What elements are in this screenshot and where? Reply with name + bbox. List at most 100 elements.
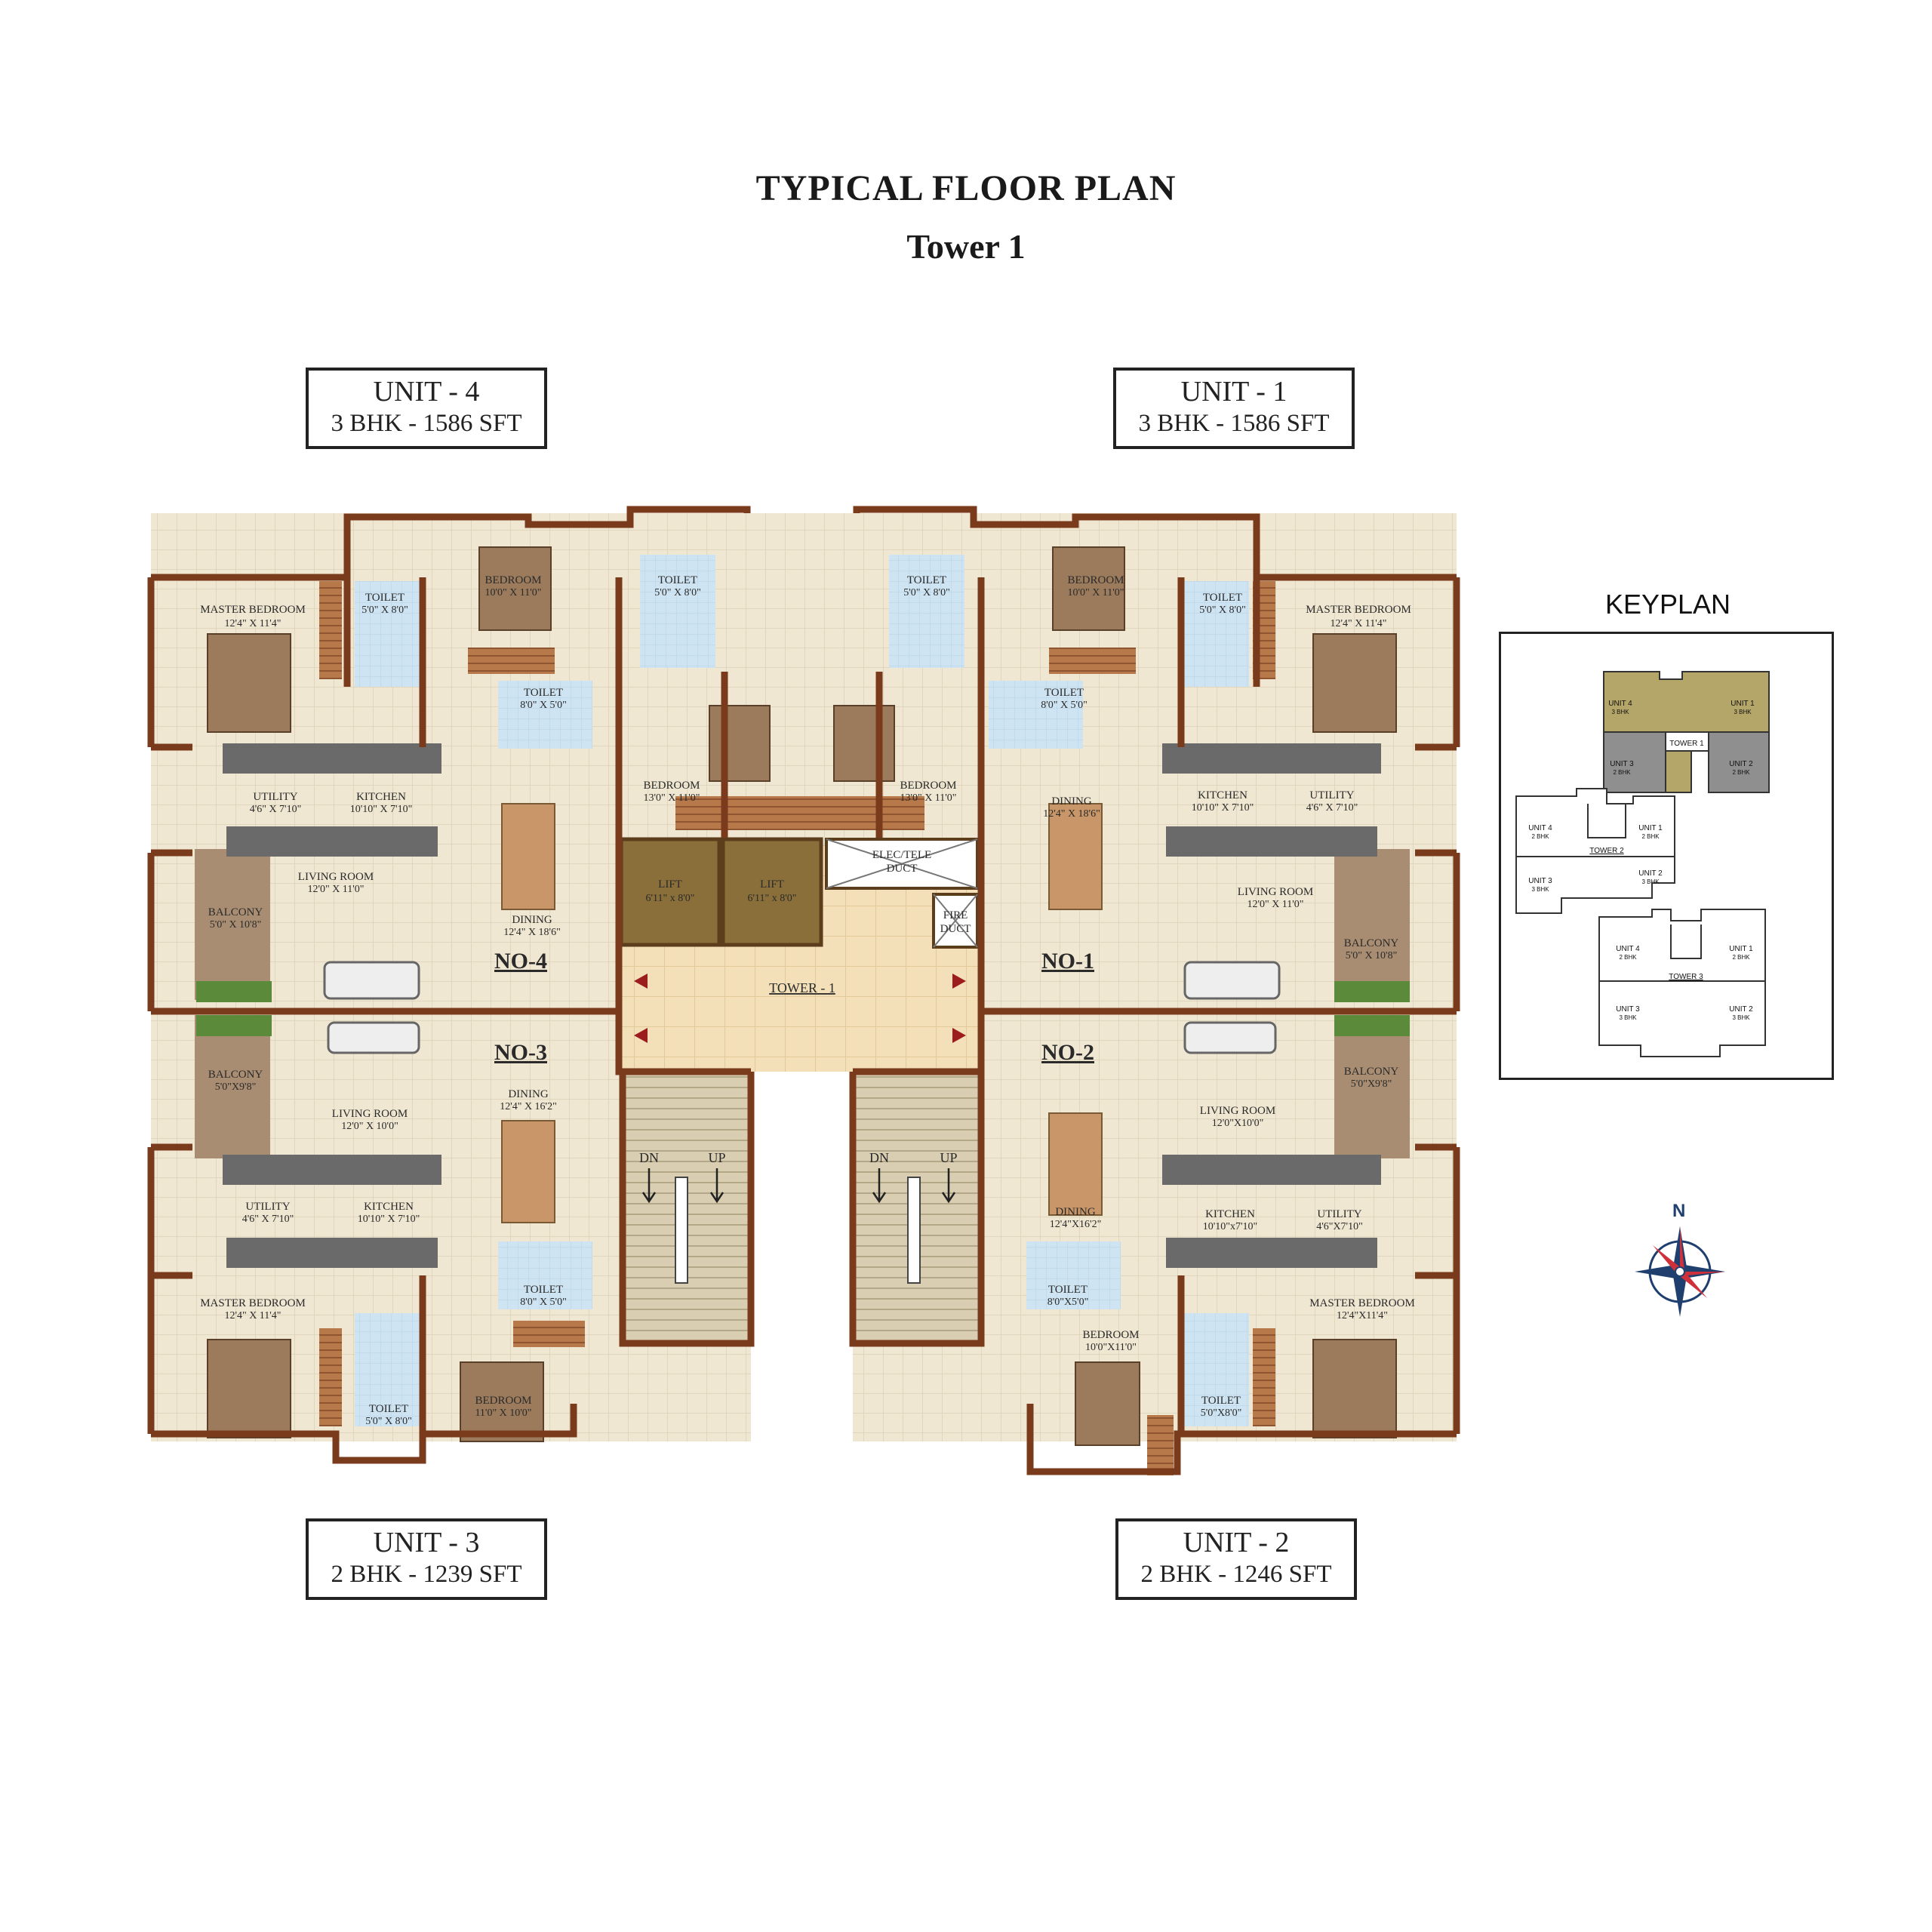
room-dim: 5'0" X 8'0" — [1199, 605, 1246, 616]
room-name: KITCHEN — [1205, 1208, 1255, 1220]
kitchen-counter — [1166, 1238, 1377, 1268]
unit-4-box: UNIT - 4 3 BHK - 1586 SFT — [306, 368, 547, 449]
kitchen-counter — [1166, 826, 1377, 857]
toilet-u2-a — [1026, 1241, 1121, 1309]
kp-t3-unit2: UNIT 2 — [1729, 1005, 1753, 1014]
kp-t3-unit3-type: 3 BHK — [1619, 1014, 1637, 1021]
kp-t1-unit1-type: 3 BHK — [1734, 709, 1752, 715]
room-name: UTILITY — [245, 1201, 290, 1213]
room-dim: 8'0" X 5'0" — [520, 1297, 567, 1308]
unit-1-box: UNIT - 1 3 BHK - 1586 SFT — [1113, 368, 1355, 449]
toilet-u3-b — [355, 1313, 423, 1426]
planter — [1334, 1015, 1410, 1036]
wardrobe — [319, 581, 342, 679]
kitchen-counter — [1162, 1155, 1381, 1185]
wardrobe — [468, 648, 555, 674]
toilet-u4-c — [498, 681, 592, 749]
unit-4-name: UNIT - 4 — [373, 376, 480, 408]
walls — [147, 506, 1460, 1475]
room-dim: 12'4" X 11'4" — [224, 618, 281, 629]
room-dim: 5'0" X 8'0" — [361, 605, 408, 616]
planter — [1334, 981, 1410, 1002]
kp-t3-unit2-type: 3 BHK — [1732, 1014, 1750, 1021]
kp-t2-unit3: UNIT 3 — [1528, 877, 1552, 885]
kitchen-counter — [1162, 743, 1381, 774]
kp-t3-unit3: UNIT 3 — [1616, 1005, 1640, 1014]
toilet-u1-a — [889, 555, 964, 668]
room-dim: 5'0" X 8'0" — [365, 1416, 412, 1427]
stair-up: UP — [708, 1150, 725, 1165]
room-dim: 8'0"X5'0" — [1048, 1297, 1089, 1308]
balcony-u3 — [195, 1015, 270, 1158]
lift-2 — [721, 837, 823, 947]
unit-2-box: UNIT - 2 2 BHK - 1246 SFT — [1115, 1518, 1357, 1600]
toilet-u4-a — [355, 581, 423, 687]
room-dim: 5'0" X 8'0" — [654, 587, 701, 598]
unit-4-spec: 3 BHK - 1586 SFT — [331, 410, 522, 437]
kp-t1-unit4-type: 3 BHK — [1611, 709, 1629, 715]
room-dim: 4'6" X 7'10" — [1306, 802, 1358, 814]
unit-3-spec: 2 BHK - 1239 SFT — [331, 1561, 522, 1588]
kp-t1-unit3: UNIT 3 — [1610, 760, 1634, 768]
unit-3-name: UNIT - 3 — [373, 1527, 480, 1558]
kp-t2-unit1: UNIT 1 — [1638, 824, 1663, 832]
room-name: BALCONY — [208, 906, 263, 918]
room-name: UTILITY — [1309, 789, 1354, 801]
room-name: KITCHEN — [356, 791, 406, 803]
kp-t2-unit2-type: 3 BHK — [1641, 878, 1660, 885]
toilet-u4-b — [640, 555, 715, 668]
balcony-u2 — [1334, 1015, 1410, 1158]
room-dim: 12'4" X 18'6" — [1043, 808, 1100, 820]
kitchen-counter — [226, 826, 438, 857]
kp-t3-unit1-type: 2 BHK — [1732, 954, 1750, 961]
room-dim: 4'6" X 7'10" — [242, 1214, 294, 1225]
room-name: TOILET — [907, 574, 946, 586]
room-dim: 10'10" X 7'10" — [1192, 802, 1254, 814]
room-name: TOILET — [1048, 1284, 1088, 1296]
kitchen-counter — [226, 1238, 438, 1268]
room-dim: 5'0"X9'8" — [215, 1081, 257, 1093]
room-dim: 13'0" X 11'0" — [900, 792, 956, 804]
toilet-u1-b — [1181, 581, 1249, 687]
room-name: MASTER BEDROOM — [200, 604, 306, 616]
dining-tables — [501, 803, 1103, 1223]
room-name: TOILET — [1203, 592, 1242, 604]
kp-t2-unit2: UNIT 2 — [1638, 869, 1663, 878]
room-dim: 12'4" X 18'6" — [503, 927, 561, 938]
room-name: BEDROOM — [643, 780, 700, 792]
room-name: DINING — [1051, 795, 1091, 808]
lift-dim: 6'11" x 8'0" — [646, 893, 695, 904]
room-dim: 10'0"X11'0" — [1085, 1342, 1137, 1353]
kp-t3-unit4-type: 2 BHK — [1619, 954, 1637, 961]
kp-t2-unit3-type: 3 BHK — [1531, 886, 1549, 893]
wardrobe — [319, 1328, 342, 1426]
room-dim: 10'10"x7'10" — [1203, 1221, 1257, 1232]
room-dim: 12'4" X 11'4" — [224, 1310, 281, 1321]
room-name: BALCONY — [1344, 1066, 1399, 1078]
planter — [196, 981, 272, 1002]
room-name: KITCHEN — [364, 1201, 414, 1213]
room-name: BEDROOM — [475, 1395, 531, 1407]
lift-dim: 6'11" x 8'0" — [748, 893, 797, 904]
unit-3-box: UNIT - 3 2 BHK - 1239 SFT — [306, 1518, 547, 1600]
page-title: TYPICAL FLOOR PLAN — [755, 168, 1177, 208]
room-name: DINING — [1055, 1206, 1095, 1218]
compass-north: N — [1672, 1201, 1685, 1221]
room-name: TOILET — [365, 592, 405, 604]
balcony-u4 — [195, 849, 270, 1000]
planter — [196, 1015, 272, 1036]
room-name: UTILITY — [253, 791, 297, 803]
unit-2-name: UNIT - 2 — [1183, 1527, 1290, 1558]
kp-t3-unit1: UNIT 1 — [1729, 945, 1753, 953]
unit-1-spec: 3 BHK - 1586 SFT — [1138, 410, 1330, 437]
room-dim: 10'10" X 7'10" — [350, 804, 413, 815]
flat-no-3: NO-3 — [494, 1040, 547, 1065]
room-name: BEDROOM — [1067, 574, 1124, 586]
stair-dn: DN — [869, 1150, 889, 1165]
toilet-u3-a — [498, 1241, 592, 1309]
elec-duct-label: ELEC/TELE — [872, 849, 931, 861]
room-dim: 12'0" X 11'0" — [1247, 899, 1303, 910]
tower-label: TOWER - 1 — [769, 980, 835, 995]
wardrobe — [1049, 648, 1136, 674]
